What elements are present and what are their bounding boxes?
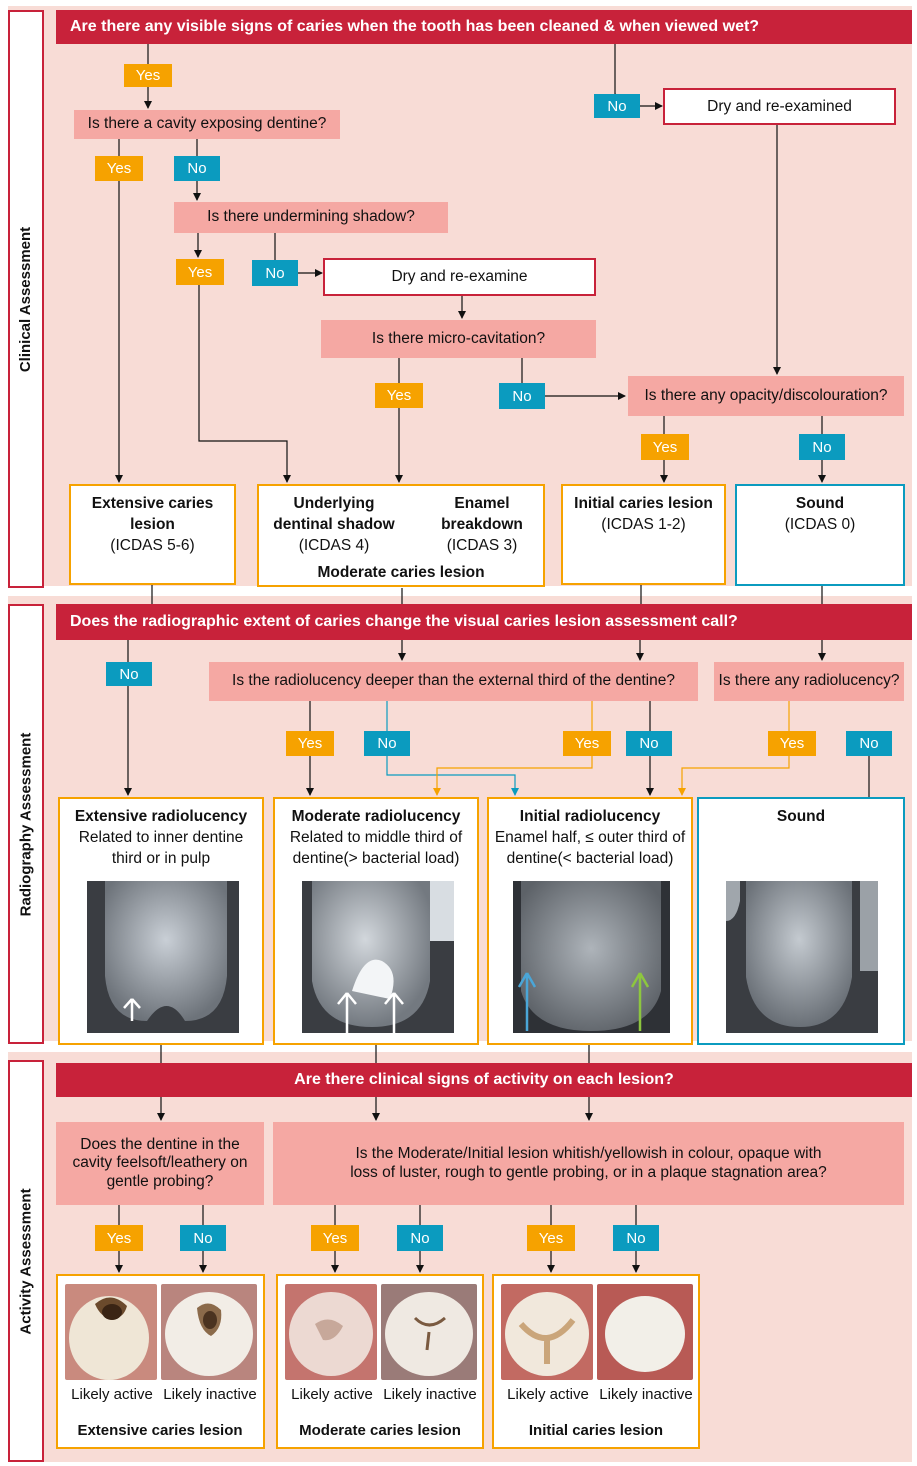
question-shadow: Is there undermining shadow? xyxy=(174,202,448,233)
tooth-photo-extensive-inactive xyxy=(161,1284,257,1380)
result-title: Extensive radiolucency xyxy=(74,808,248,825)
result-description: Enamel half, ≤ outer third of dentine(< … xyxy=(494,828,686,867)
question-cavity: Is there a cavity exposing dentine? xyxy=(74,110,340,139)
dry-reexamined-box: Dry and re-examined xyxy=(663,88,896,125)
result-initial-radiolucency: Initial radiolucency Enamel half, ≤ oute… xyxy=(487,797,693,1045)
likely-active-caption: Likely active xyxy=(291,1386,373,1403)
result-title: Initial caries lesion xyxy=(574,495,713,512)
no-tag: No xyxy=(174,156,220,181)
tooth-photo-moderate-inactive xyxy=(381,1284,477,1380)
result-code: (ICDAS 0) xyxy=(784,515,856,533)
activity-moderate-box: Likely active Likely inactive Moderate c… xyxy=(276,1274,484,1449)
yes-tag: Yes xyxy=(95,156,143,181)
activity-initial-label: Initial caries lesion xyxy=(528,1422,664,1439)
result-title: Sound xyxy=(795,495,845,512)
result-extensive-caries: Extensive caries lesion (ICDAS 5-6) xyxy=(69,484,236,585)
radiography-section-label: Radiography Assessment xyxy=(8,604,44,1044)
no-tag: No xyxy=(397,1225,443,1251)
no-tag: No xyxy=(846,731,892,756)
result-sound-radiograph: Sound xyxy=(697,797,905,1045)
activity-moderate-label: Moderate caries lesion xyxy=(299,1422,461,1439)
likely-active-caption: Likely active xyxy=(71,1386,153,1403)
yes-tag: Yes xyxy=(768,731,816,756)
result-title: Sound xyxy=(776,808,826,825)
question-any-radiolucency: Is there any radiolucency? xyxy=(714,662,904,701)
yes-tag: Yes xyxy=(311,1225,359,1251)
tooth-photo-initial-active xyxy=(501,1284,593,1380)
no-tag: No xyxy=(799,434,845,460)
likely-inactive-caption: Likely inactive xyxy=(163,1386,257,1403)
radiograph-initial-image xyxy=(513,881,670,1033)
result-description: Related to middle third of dentine(> bac… xyxy=(289,828,463,867)
activity-initial-box: Likely active Likely inactive Initial ca… xyxy=(492,1274,700,1449)
likely-inactive-caption: Likely inactive xyxy=(599,1386,693,1403)
activity-extensive-box: Likely active Likely inactive Extensive … xyxy=(56,1274,265,1449)
question-opacity: Is there any opacity/discolouration? xyxy=(628,376,904,416)
result-title: Enamel breakdown xyxy=(441,495,523,533)
yes-tag: Yes xyxy=(527,1225,575,1251)
result-initial-caries: Initial caries lesion (ICDAS 1-2) xyxy=(561,484,726,585)
no-tag: No xyxy=(499,383,545,409)
no-tag: No xyxy=(252,260,298,286)
yes-tag: Yes xyxy=(375,383,423,408)
yes-tag: Yes xyxy=(95,1225,143,1251)
result-code: (ICDAS 3) xyxy=(446,536,518,554)
result-title: Extensive caries lesion xyxy=(91,495,214,533)
result-title: Initial radiolucency xyxy=(519,808,661,825)
yes-tag: Yes xyxy=(286,731,334,756)
activity-banner: Are there clinical signs of activity on … xyxy=(56,1063,912,1097)
activity-section-label: Activity Assessment xyxy=(8,1060,44,1462)
result-title: Underlying dentinal shadow xyxy=(273,495,395,533)
dry-reexamine-box: Dry and re-examine xyxy=(323,258,596,296)
result-title: Moderate radiolucency xyxy=(291,808,461,825)
question-radiolucency-deeper: Is the radiolucency deeper than the exte… xyxy=(209,662,698,701)
result-extensive-radiolucency: Extensive radiolucency Related to inner … xyxy=(58,797,264,1045)
yes-tag: Yes xyxy=(124,64,172,87)
question-lesion-appearance: Is the Moderate/Initial lesion whitish/y… xyxy=(273,1122,904,1205)
radiograph-sound-image xyxy=(726,881,878,1033)
question-micro-cavitation: Is there micro-cavitation? xyxy=(321,320,596,358)
result-moderate-caries: Underlying dentinal shadow (ICDAS 4) Ena… xyxy=(257,484,545,587)
activity-extensive-label: Extensive caries lesion xyxy=(77,1422,243,1439)
radiograph-extensive-image xyxy=(87,881,239,1033)
no-tag: No xyxy=(106,662,152,686)
yes-tag: Yes xyxy=(176,259,224,285)
no-tag: No xyxy=(613,1225,659,1251)
tooth-photo-moderate-active xyxy=(285,1284,377,1380)
yes-tag: Yes xyxy=(641,434,689,460)
no-tag: No xyxy=(594,94,640,118)
likely-inactive-caption: Likely inactive xyxy=(383,1386,477,1403)
no-tag: No xyxy=(180,1225,226,1251)
result-code: (ICDAS 5-6) xyxy=(110,536,195,554)
question-dentine-soft: Does the dentine in the cavity feelsoft/… xyxy=(56,1122,264,1205)
yes-tag: Yes xyxy=(563,731,611,756)
no-tag: No xyxy=(364,731,410,756)
result-sound: Sound (ICDAS 0) xyxy=(735,484,905,586)
clinical-section-label: Clinical Assessment xyxy=(8,10,44,588)
moderate-caries-label: Moderate caries lesion xyxy=(317,564,485,581)
no-tag: No xyxy=(626,731,672,756)
tooth-photo-extensive-active xyxy=(65,1284,157,1380)
likely-active-caption: Likely active xyxy=(507,1386,589,1403)
result-moderate-radiolucency: Moderate radiolucency Related to middle … xyxy=(273,797,479,1045)
result-code: (ICDAS 1-2) xyxy=(601,515,686,533)
radiograph-moderate-image xyxy=(302,881,454,1033)
clinical-banner: Are there any visible signs of caries wh… xyxy=(56,10,912,44)
radiography-banner: Does the radiographic extent of caries c… xyxy=(56,604,912,640)
tooth-photo-initial-inactive xyxy=(597,1284,693,1380)
result-description: Related to inner dentine third or in pul… xyxy=(78,828,244,867)
result-code: (ICDAS 4) xyxy=(298,536,370,554)
